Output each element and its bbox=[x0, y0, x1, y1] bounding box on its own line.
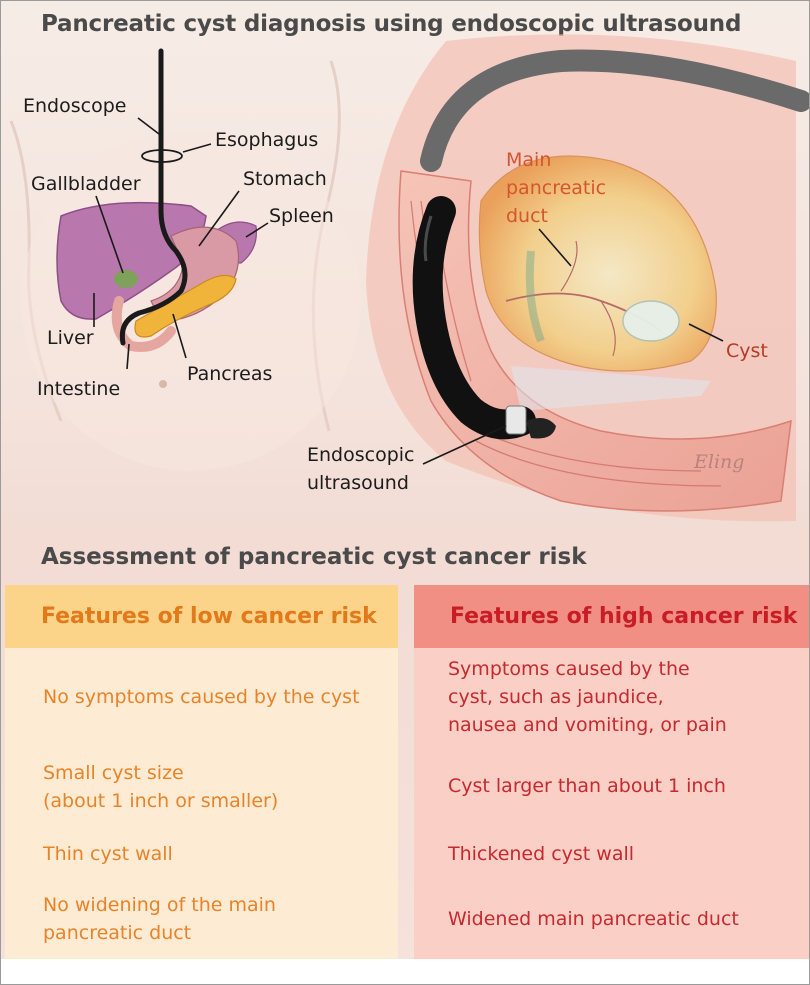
label-main-duct-line1: Main bbox=[506, 149, 552, 171]
label-main-duct-line2: pancreatic bbox=[506, 177, 607, 199]
label-gallbladder: Gallbladder bbox=[31, 173, 141, 195]
bottom-margin bbox=[1, 959, 809, 984]
low-risk-panel: Features of low cancer risk No symptoms … bbox=[5, 585, 398, 959]
low-risk-heading: Features of low cancer risk bbox=[5, 585, 398, 648]
high-risk-item-3: Thickened cyst wall bbox=[448, 843, 635, 865]
label-stomach: Stomach bbox=[243, 168, 327, 190]
label-eus-line1: Endoscopic bbox=[307, 444, 415, 466]
anatomy-illustration bbox=[9, 34, 809, 522]
label-intestine: Intestine bbox=[37, 378, 121, 400]
high-risk-panel: Features of high cancer risk Symptoms ca… bbox=[414, 585, 809, 959]
artist-signature: Eling bbox=[694, 451, 745, 473]
liver-shape bbox=[56, 201, 207, 320]
label-pancreas: Pancreas bbox=[187, 363, 273, 385]
low-risk-item-2: Small cyst size (about 1 inch or smaller… bbox=[43, 762, 279, 812]
esophagus-ring bbox=[141, 149, 183, 163]
leader-lines-left bbox=[93, 117, 269, 370]
intestine-shape bbox=[111, 296, 176, 352]
high-risk-heading: Features of high cancer risk bbox=[414, 585, 809, 648]
low-risk-item-3: Thin cyst wall bbox=[43, 843, 173, 865]
label-esophagus: Esophagus bbox=[215, 129, 319, 151]
endoscope-tube-left bbox=[119, 48, 188, 346]
assessment-title: Assessment of pancreatic cyst cancer ris… bbox=[41, 544, 587, 570]
stomach-cross-section bbox=[366, 34, 809, 522]
label-cyst: Cyst bbox=[726, 340, 768, 362]
label-main-duct-line3: duct bbox=[506, 205, 548, 227]
low-risk-item-1: No symptoms caused by the cyst bbox=[43, 686, 360, 708]
label-spleen: Spleen bbox=[269, 205, 334, 227]
gallbladder-shape bbox=[114, 270, 138, 288]
label-liver: Liver bbox=[47, 327, 94, 349]
pancreas-shape bbox=[134, 274, 237, 338]
low-risk-item-4: No widening of the main pancreatic duct bbox=[43, 894, 276, 944]
page-title: Pancreatic cyst diagnosis using endoscop… bbox=[41, 11, 742, 37]
high-risk-item-2: Cyst larger than about 1 inch bbox=[448, 775, 726, 797]
leader-lines-right bbox=[422, 228, 724, 465]
label-eus-line2: ultrasound bbox=[307, 472, 409, 494]
high-risk-item-4: Widened main pancreatic duct bbox=[448, 908, 739, 930]
label-endoscope: Endoscope bbox=[23, 95, 127, 117]
high-risk-item-1: Symptoms caused by the cyst, such as jau… bbox=[448, 658, 727, 736]
